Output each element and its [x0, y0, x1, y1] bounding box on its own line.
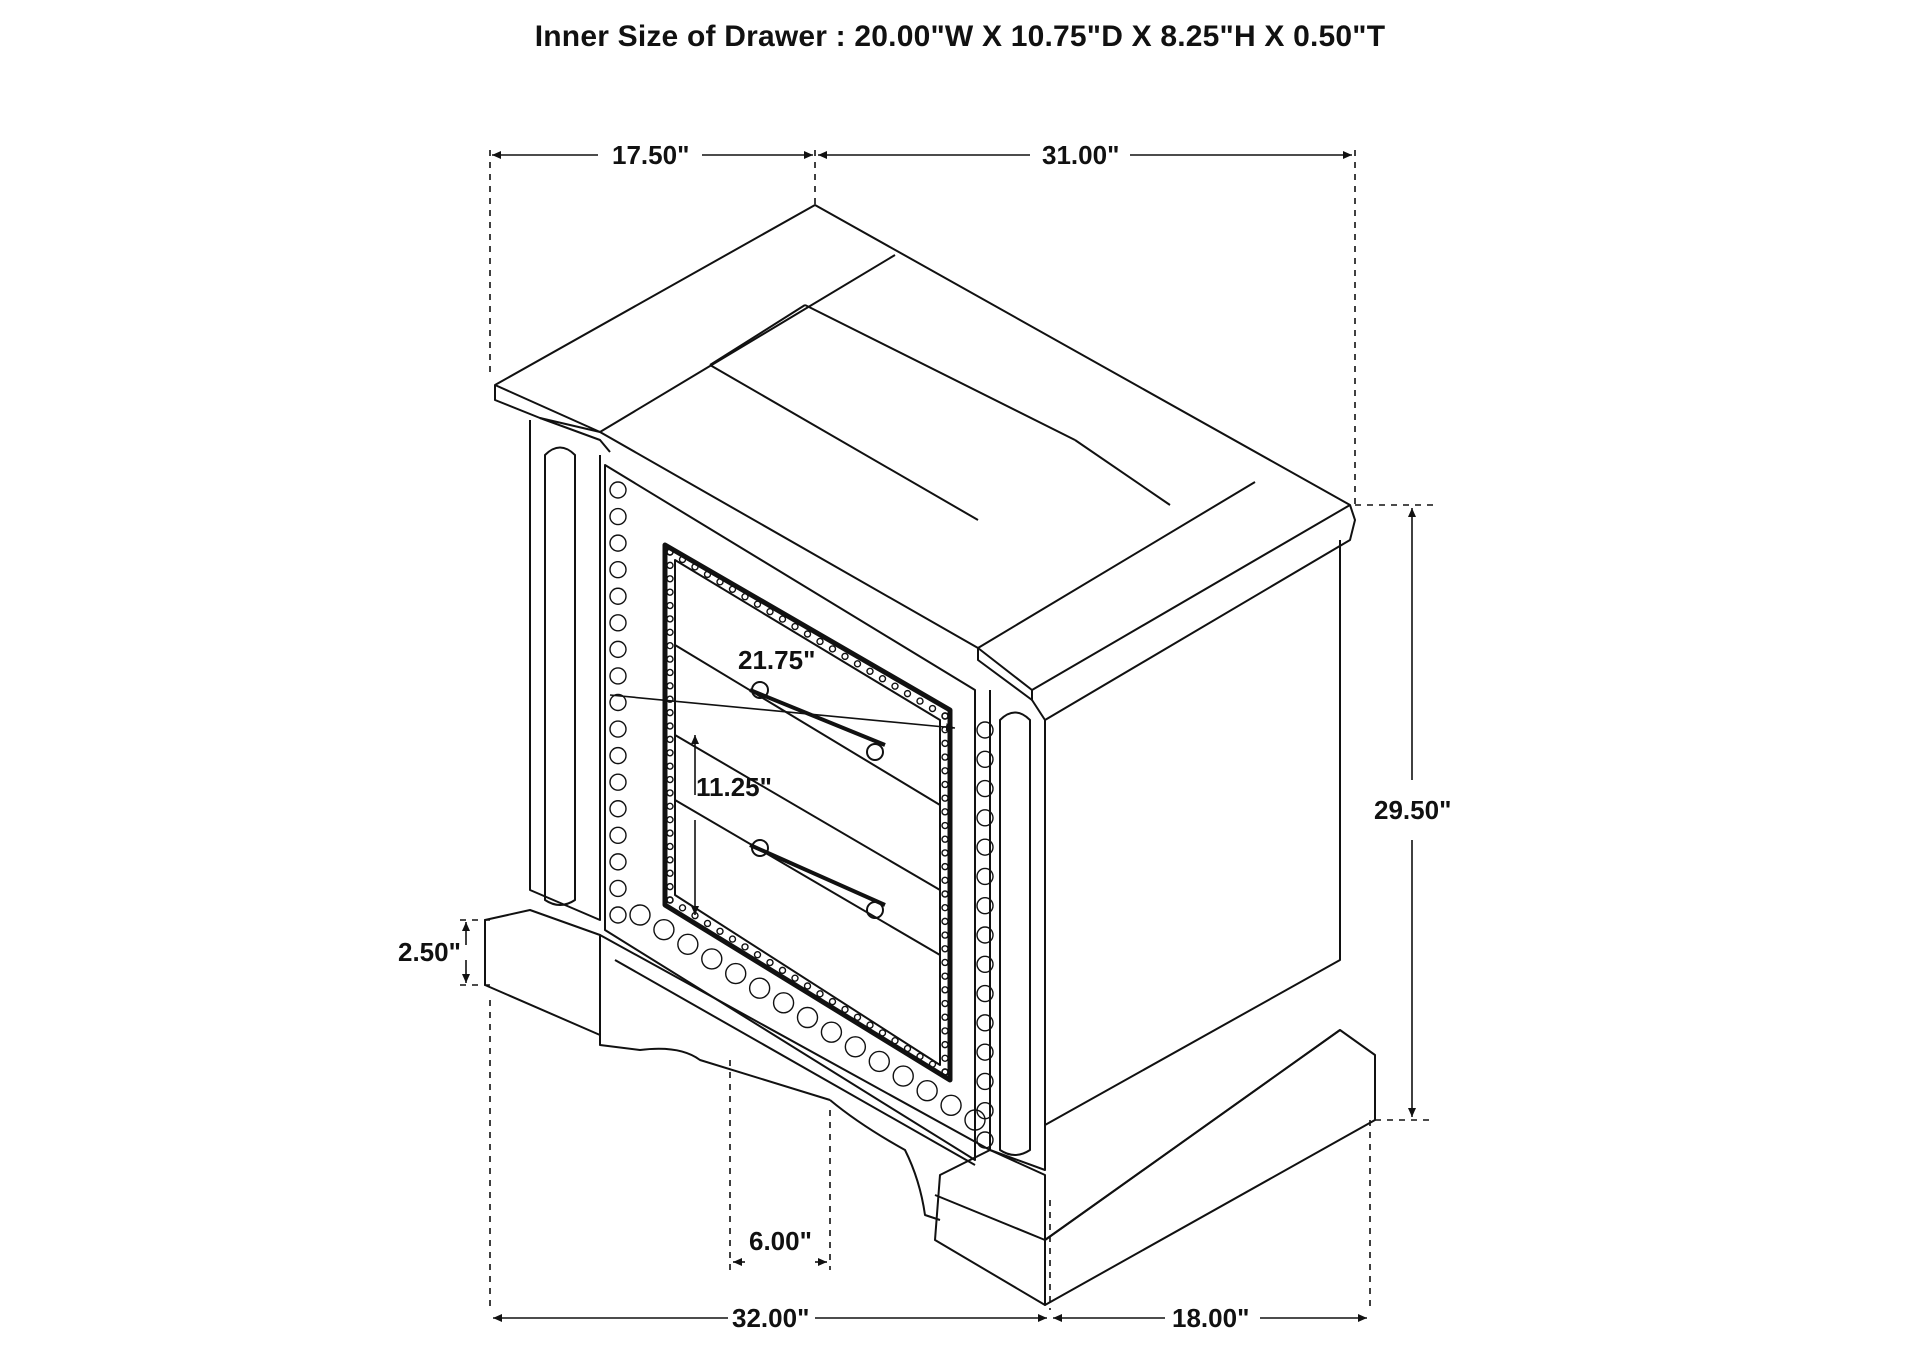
dim-top-right-width: 31.00": [1038, 140, 1124, 170]
dim-drawer-height: 11.25": [696, 772, 772, 802]
nightstand-body: [484, 204, 1376, 1306]
dim-overall-height: 29.50": [1370, 795, 1456, 825]
dim-overall-depth: 18.00": [1168, 1303, 1254, 1333]
decorative-beading: [609, 481, 994, 1149]
dim-top-left-width: 17.50": [608, 140, 694, 170]
dim-base-height: 2.50": [394, 937, 465, 967]
dim-overall-width: 32.00": [728, 1303, 814, 1333]
dim-leg-gap: 6.00": [745, 1226, 816, 1256]
dim-drawer-width: 21.75": [738, 645, 816, 675]
drawing-title: Inner Size of Drawer : 20.00"W X 10.75"D…: [534, 20, 1386, 53]
